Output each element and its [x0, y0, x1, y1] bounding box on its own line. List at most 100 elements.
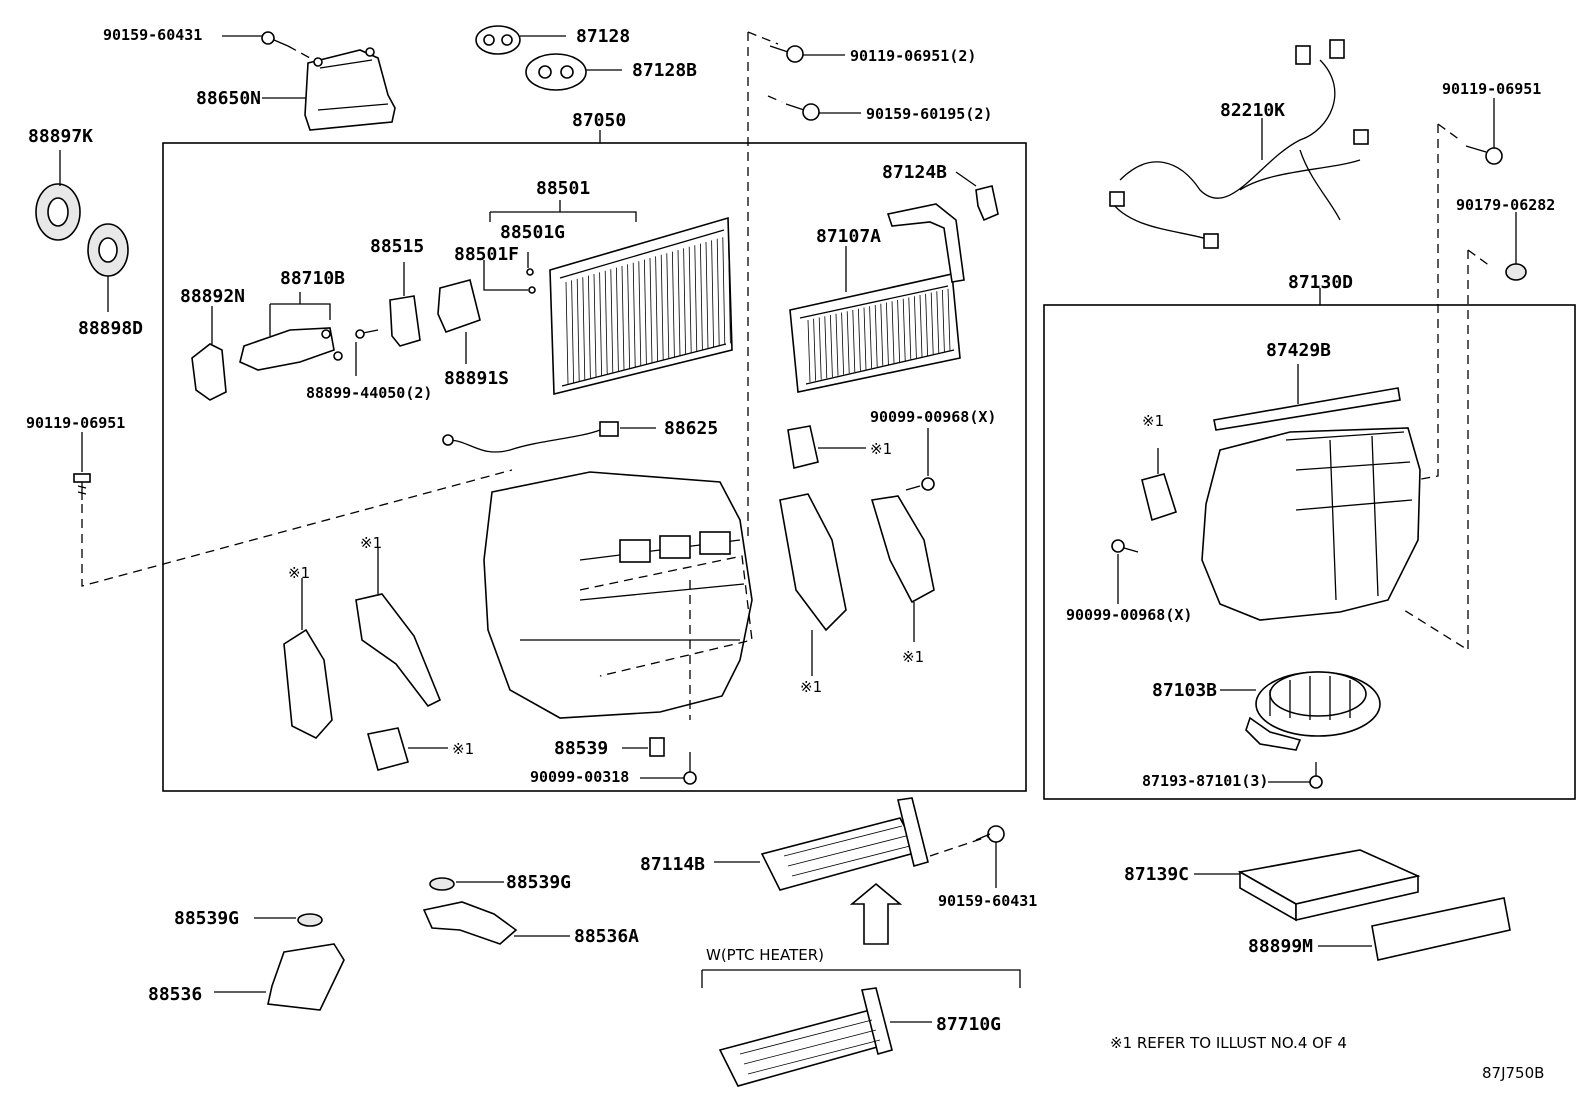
label-90119-06951-2: 90119-06951(2) [850, 47, 976, 65]
label-ref-right: ※1 [1142, 412, 1164, 430]
part-88515-drawing [389, 295, 421, 347]
label-88898D: 88898D [78, 318, 143, 339]
label-88899-44050: 88899-44050(2) [306, 384, 432, 402]
filter-cover-87429B-drawing [1213, 387, 1401, 431]
blower-motor-87103B-drawing [1245, 671, 1381, 751]
screw-90099-00318 [683, 752, 697, 785]
module-mid-drawing [355, 593, 442, 708]
label-88891S: 88891S [444, 368, 509, 389]
label-88501G: 88501G [500, 222, 565, 243]
module-top-drawing [787, 425, 819, 469]
label-87124B: 87124B [882, 162, 947, 183]
clip-87124B-drawing [975, 185, 999, 222]
label-88515: 88515 [370, 236, 424, 257]
bolt-90119-06951-top [769, 45, 804, 63]
label-ref-f: ※1 [902, 648, 924, 666]
label-ref-a: ※1 [870, 440, 892, 458]
label-88650N: 88650N [196, 88, 261, 109]
duct-88536-drawing [267, 943, 345, 1011]
label-82210K: 82210K [1220, 100, 1285, 121]
label-ref-e: ※1 [800, 678, 822, 696]
grommet-88539G-left [297, 913, 323, 927]
nut-90179-06282 [1505, 263, 1527, 281]
part-88891S-drawing [437, 279, 481, 334]
grommet-88539G-mid [429, 877, 455, 891]
label-90119-06951-left: 90119-06951 [26, 414, 125, 432]
reference-note: ※1 REFER TO ILLUST NO.4 OF 4 [1110, 1034, 1347, 1052]
heater-core-87107A-drawing [789, 203, 965, 393]
label-90159-60431-top: 90159-60431 [103, 26, 202, 44]
diagram-code: 87J750B [1482, 1064, 1544, 1082]
label-ref-d: ※1 [452, 740, 474, 758]
label-88625: 88625 [664, 418, 718, 439]
label-88899M: 88899M [1248, 936, 1313, 957]
label-ptc-heater: W(PTC HEATER) [706, 946, 824, 964]
label-88710B: 88710B [280, 268, 345, 289]
duct-88536A-drawing [422, 901, 518, 945]
label-88501F: 88501F [454, 244, 519, 265]
part-88539-drawing [649, 737, 665, 757]
label-90099-00318: 90099-00318 [530, 768, 629, 786]
label-90179-06282: 90179-06282 [1456, 196, 1555, 214]
screw-90119-06951-right [1465, 145, 1503, 165]
cover-88899M-drawing [1371, 897, 1511, 961]
label-87050: 87050 [572, 110, 626, 131]
ptc-heater-87114B-drawing [760, 797, 929, 891]
ptc-heater-87710G-drawing [718, 987, 893, 1087]
screw-90099-00968-mid [905, 477, 935, 491]
valve-88710B-drawing [239, 327, 343, 371]
assembly-box-87130D [1043, 304, 1576, 800]
seal-88897K-drawing [35, 183, 81, 241]
label-88536A: 88536A [574, 926, 639, 947]
assembly-box-87050 [162, 142, 1027, 792]
label-87114B: 87114B [640, 854, 705, 875]
grommet-87128B-drawing [525, 53, 587, 91]
part-88892N-drawing [191, 343, 227, 401]
harness-88625-drawing [442, 421, 619, 453]
label-87103B: 87103B [1152, 680, 1217, 701]
label-87128B: 87128B [632, 60, 697, 81]
hvac-housing-drawing [483, 471, 753, 719]
label-87128: 87128 [576, 26, 630, 47]
label-87130D: 87130D [1288, 272, 1353, 293]
module-left-drawing [283, 628, 333, 739]
arrow-up-drawing [849, 882, 903, 945]
label-88897K: 88897K [28, 126, 93, 147]
label-87710G: 87710G [936, 1014, 1001, 1035]
screw-88899-44050 [355, 329, 379, 339]
bracket-88650N-drawing [304, 47, 396, 131]
label-ref-b: ※1 [288, 564, 310, 582]
label-ref-c: ※1 [360, 534, 382, 552]
label-90099-00968-right: 90099-00968(X) [1066, 606, 1192, 624]
bolt-90159-60195-top [785, 103, 820, 121]
label-90159-60431-bottom: 90159-60431 [938, 892, 1037, 910]
label-88501: 88501 [536, 178, 590, 199]
label-88892N: 88892N [180, 286, 245, 307]
harness-82210K-drawing [1109, 39, 1369, 249]
label-90159-60195-2: 90159-60195(2) [866, 105, 992, 123]
bolt-90159-60431-top [261, 31, 289, 47]
module-right1-drawing [779, 493, 847, 632]
module-right2-drawing [870, 495, 935, 604]
blower-case-drawing [1201, 427, 1421, 621]
label-87107A: 87107A [816, 226, 881, 247]
seal-88898D-drawing [87, 223, 129, 277]
filter-87139C-drawing [1237, 849, 1421, 922]
label-87139C: 87139C [1124, 864, 1189, 885]
label-90119-06951-right: 90119-06951 [1442, 80, 1541, 98]
label-88539G-left: 88539G [174, 908, 239, 929]
label-88539G-mid: 88539G [506, 872, 571, 893]
module-bottom-drawing [366, 727, 409, 771]
label-88539: 88539 [554, 738, 608, 759]
screw-87193-87101 [1309, 762, 1323, 789]
module-right-box-drawing [1141, 473, 1177, 522]
screw-90099-00968-right [1111, 539, 1139, 553]
evaporator-88501-drawing [549, 216, 733, 396]
label-87429B: 87429B [1266, 340, 1331, 361]
grommet-87128-drawing [475, 25, 521, 55]
label-87193-87101: 87193-87101(3) [1142, 772, 1268, 790]
screw-90119-06951-left [73, 473, 91, 500]
label-88536: 88536 [148, 984, 202, 1005]
label-90099-00968-mid: 90099-00968(X) [870, 408, 996, 426]
